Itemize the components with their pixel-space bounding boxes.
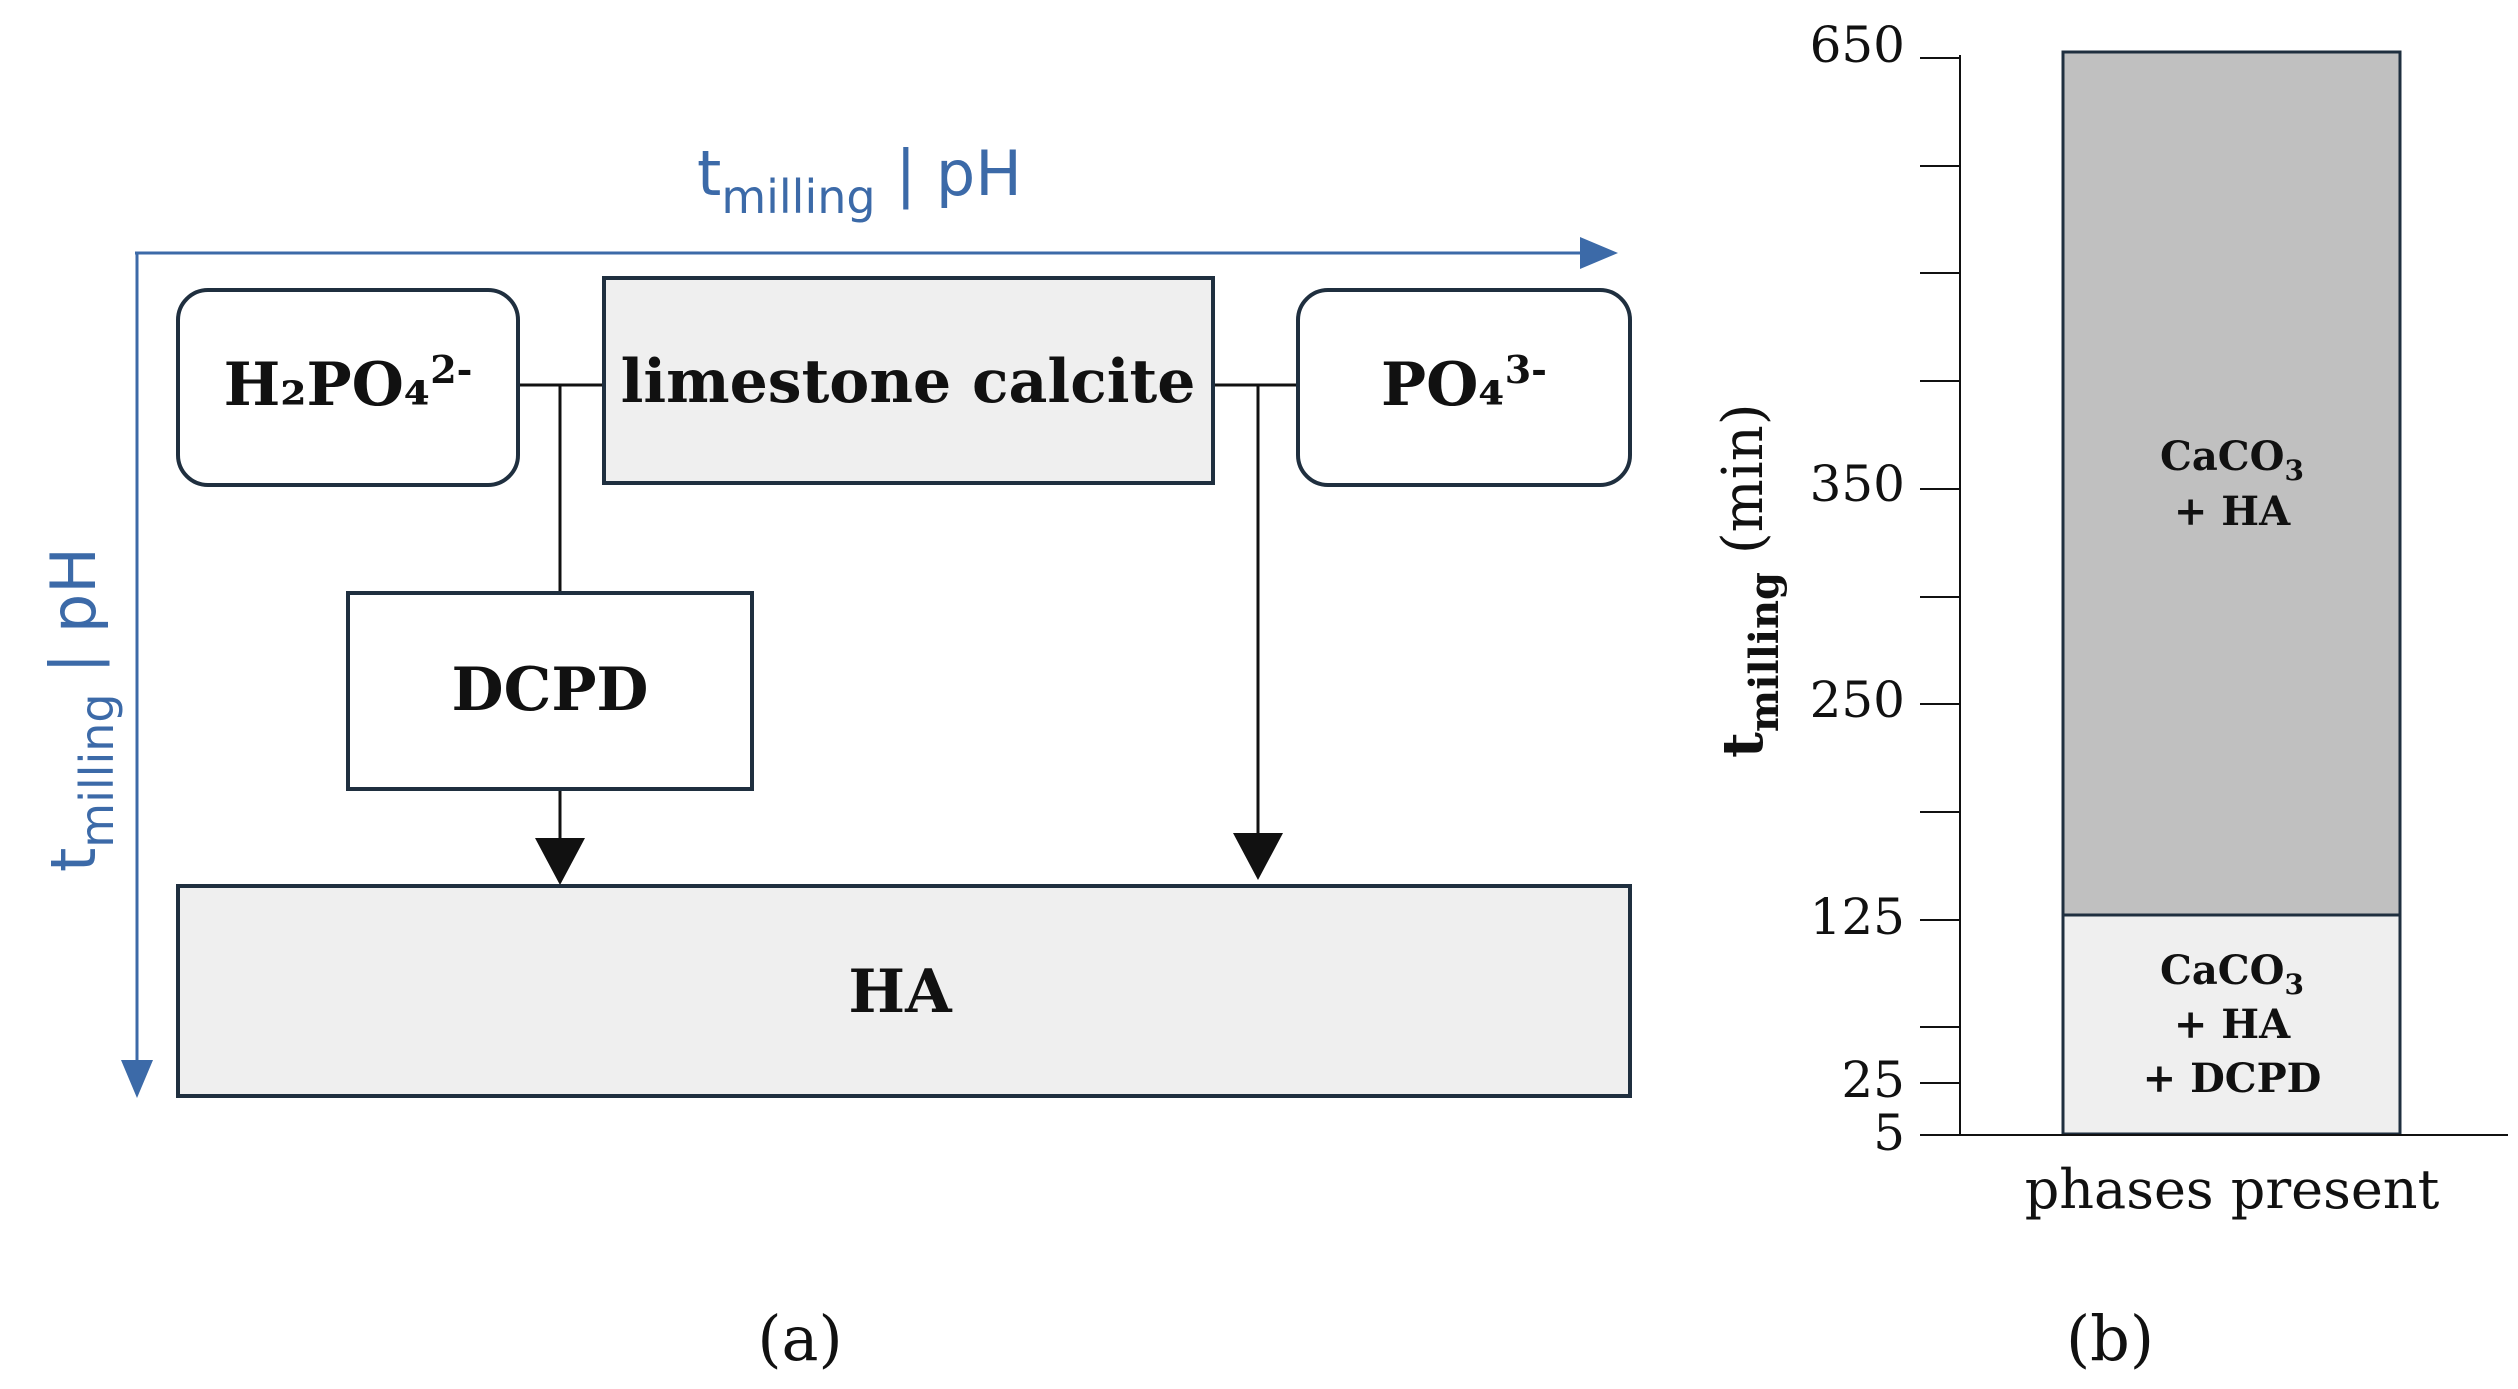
label-limestone-calcite: limestone calcite [621,347,1196,417]
panel-label-a: (a) [757,1302,842,1375]
segment-label-lower-line2: + HA [2174,1001,2291,1048]
y-tick-label: 350 [1810,455,1905,513]
label-h2po4: H₂PO₄2- [224,347,473,420]
segment-label-upper-line2: + HA [2174,488,2291,535]
bar-segment-lower [2061,913,2402,1136]
label-po4: PO₄3- [1381,347,1547,420]
left-axis-arrowhead [121,1060,153,1098]
top-axis-arrowhead [1580,237,1618,269]
y-tick-label: 250 [1810,671,1905,729]
y-tick-label: 650 [1810,16,1905,74]
y-tick-label: 5 [1873,1104,1905,1162]
top-axis-label: tmilling | pH [697,137,1022,224]
panel-a: tmilling | pH tmilling | pH H₂PO₄2- lime… [37,137,1632,1375]
panel-label-b: (b) [2066,1302,2154,1375]
box-po4 [1296,288,1632,487]
segment-label-upper-line1: CaCO3 [2160,433,2304,487]
segment-label-lower-line3: + DCPD [2143,1055,2322,1102]
box-limestone-calcite [602,276,1215,485]
bar-segment-upper [2061,50,2402,917]
segment-label-lower-line1: CaCO3 [2160,947,2304,1001]
y-axis-label: tmilling (min) [1710,403,1788,758]
y-ticks [1920,57,1960,1136]
label-ha: HA [848,957,953,1027]
y-tick-label: 25 [1841,1051,1905,1109]
arrowhead-po4-ha [1233,833,1283,880]
y-tick-label: 125 [1810,888,1905,946]
x-axis-label: phases present [2025,1158,2440,1221]
left-axis-label: tmilling | pH [37,547,124,872]
box-dcpd [346,591,754,791]
panel-b: CaCO3 + HA CaCO3 + HA + DCPD 650 350 [1710,16,2508,1375]
box-ha [176,884,1632,1098]
box-h2po4 [176,288,520,487]
arrowhead-dcpd-ha [535,838,585,885]
label-dcpd: DCPD [452,655,649,725]
